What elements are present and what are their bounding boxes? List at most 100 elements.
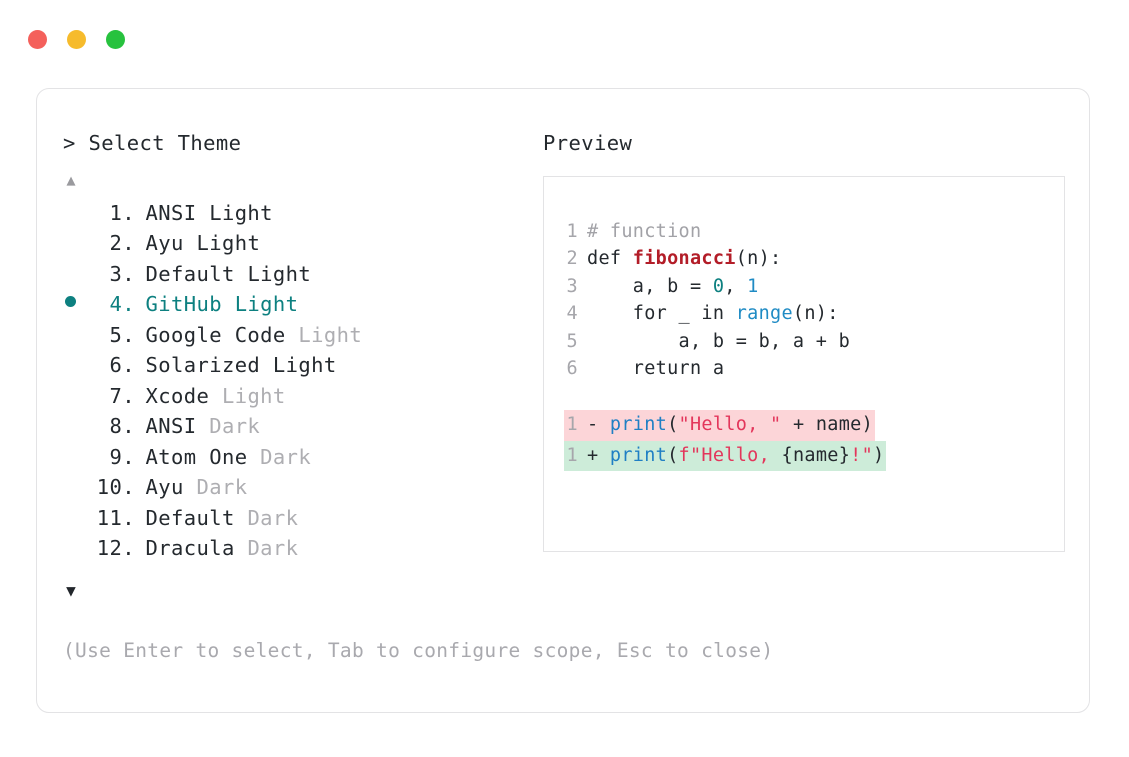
theme-item-name: Google Code — [145, 322, 286, 347]
theme-item-index: 3. — [96, 261, 135, 286]
theme-item-name: Dracula — [145, 536, 235, 560]
diff-line-content: + print(f"Hello, {name}!") — [587, 440, 887, 471]
code-line-content: for _ in range(n): — [587, 300, 839, 328]
theme-item-variant: Light — [221, 292, 299, 316]
theme-item-index: 9. — [96, 444, 135, 469]
code-token: fibonacci — [632, 248, 736, 269]
theme-list-item[interactable]: 4. GitHub Light — [63, 292, 533, 323]
theme-item-variant: Light — [234, 261, 312, 286]
code-token: print — [609, 414, 668, 435]
theme-list-item[interactable]: 11.Default Dark — [63, 506, 533, 537]
scroll-up-icon[interactable]: ▲ — [66, 170, 76, 189]
theme-list-item[interactable]: 3. Default Light — [63, 262, 533, 293]
theme-item-index: 5. — [96, 322, 135, 347]
code-line: 3 a, b = 0, 1 — [564, 273, 1064, 301]
scroll-down-icon[interactable]: ▼ — [66, 580, 76, 600]
code-token: (n): — [735, 248, 782, 269]
code-token: , — [724, 275, 748, 297]
code-token: a, b = b, a + b — [587, 330, 851, 352]
code-token: # function — [587, 220, 702, 242]
code-blank-line — [564, 383, 1064, 411]
code-token: 0 — [712, 275, 725, 297]
theme-item-index: 6. — [96, 353, 135, 377]
theme-item-name: Ayu — [145, 231, 184, 255]
selected-bullet-icon — [65, 296, 76, 307]
code-token: for _ in — [587, 303, 736, 324]
code-line-content: return a — [587, 355, 724, 383]
theme-item-variant: Dark — [247, 444, 312, 469]
theme-item-name: Default — [145, 261, 235, 286]
selection-bullet-cell — [63, 296, 93, 311]
code-token: {name} — [781, 444, 851, 466]
theme-item-name: Ayu — [145, 475, 184, 499]
theme-item-index: 8. — [96, 414, 135, 438]
code-line-number: 3 — [566, 275, 578, 297]
theme-item-index: 10. — [96, 475, 135, 499]
theme-list-item[interactable]: 7. Xcode Light — [63, 384, 533, 415]
theme-item-variant: Dark — [234, 505, 299, 530]
theme-item-variant: Light — [196, 200, 273, 225]
theme-item-name: Atom One — [145, 444, 248, 469]
diff-line-content: - print("Hello, " + name) — [587, 410, 876, 441]
diff-marker: - — [587, 414, 610, 435]
code-line-number: 4 — [566, 303, 578, 324]
code-line: 6 return a — [564, 355, 1064, 383]
theme-list: 1.ANSI Light 2.Ayu Light 3.Default Light… — [63, 201, 533, 567]
code-line-content: def fibonacci(n): — [587, 245, 781, 273]
code-token: print — [609, 444, 668, 466]
code-line-content: a, b = b, a + b — [587, 328, 850, 356]
theme-list-item[interactable]: 8.ANSI Dark — [63, 414, 533, 445]
code-token: range — [735, 303, 793, 324]
diff-line-number: 1 — [564, 410, 587, 441]
theme-item-variant: Light — [260, 353, 337, 377]
select-theme-prompt: > Select Theme — [63, 131, 242, 155]
code-token: "Hello, " — [678, 414, 782, 435]
theme-list-item[interactable]: 6. Solarized Light — [63, 353, 533, 384]
theme-list-item[interactable]: 10. Ayu Dark — [63, 475, 533, 506]
theme-item-index: 1. — [96, 200, 135, 225]
code-line: 2 def fibonacci(n): — [564, 245, 1064, 273]
code-token: ) — [873, 444, 885, 466]
code-line-number: 1 — [566, 220, 578, 242]
code-token: !" — [850, 444, 874, 466]
theme-list-item[interactable]: 12.Dracula Dark — [63, 536, 533, 567]
theme-item-variant: Light — [183, 231, 261, 255]
theme-list-column: > Select Theme ▲ 1.ANSI Light 2.Ayu Ligh… — [63, 133, 533, 599]
code-token: a, b = — [587, 275, 713, 297]
theme-item-name: Xcode — [145, 383, 210, 408]
theme-item-index: 7. — [96, 383, 135, 408]
theme-item-index: 12. — [96, 536, 135, 560]
theme-list-item[interactable]: 1.ANSI Light — [63, 201, 533, 232]
theme-item-variant: Light — [209, 383, 286, 408]
theme-item-variant: Light — [285, 322, 363, 347]
diff-block: 1- print("Hello, " + name)1+ print(f"Hel… — [564, 410, 1064, 471]
code-token: def — [587, 248, 633, 269]
minimize-window-button[interactable] — [67, 30, 86, 49]
code-token: + name) — [781, 414, 874, 435]
code-token: 1 — [747, 275, 759, 297]
code-line-content: # function — [587, 218, 701, 246]
code-token: f"Hello, — [678, 444, 782, 466]
theme-item-name: GitHub — [145, 292, 222, 316]
code-token: ( — [667, 444, 679, 466]
theme-list-item[interactable]: 2. Ayu Light — [63, 231, 533, 262]
maximize-window-button[interactable] — [106, 30, 125, 49]
theme-item-index: 2. — [96, 231, 135, 255]
theme-item-index: 4. — [96, 292, 135, 316]
code-line: 1 # function — [564, 218, 1064, 246]
diff-line-add: 1+ print(f"Hello, {name}!") — [564, 440, 1064, 471]
close-window-button[interactable] — [28, 30, 47, 49]
theme-list-item[interactable]: 5. Google Code Light — [63, 323, 533, 354]
theme-item-name: Default — [145, 505, 235, 530]
preview-label: Preview — [543, 131, 633, 155]
theme-item-variant: Dark — [183, 475, 248, 499]
theme-item-name: ANSI — [145, 414, 197, 438]
code-line-number: 5 — [566, 330, 578, 352]
code-line-number: 2 — [566, 248, 578, 269]
code-token: ( — [667, 414, 679, 435]
theme-list-item[interactable]: 9. Atom One Dark — [63, 445, 533, 476]
theme-item-name: Solarized — [145, 353, 261, 377]
